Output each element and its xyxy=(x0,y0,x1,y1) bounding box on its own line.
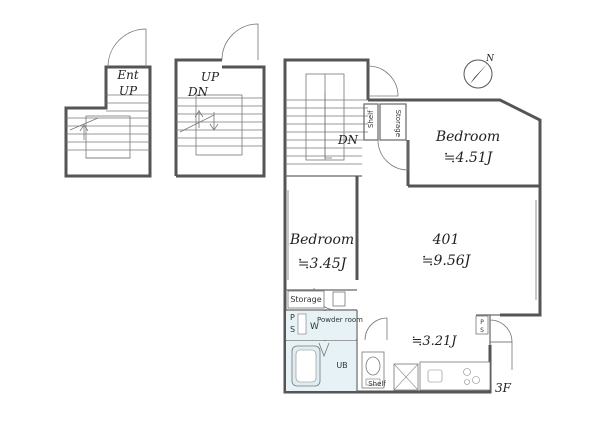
room-kitchen-area: ≒3.21J xyxy=(411,334,457,349)
windows xyxy=(287,190,537,300)
powder-label-p: P xyxy=(290,313,295,322)
storage-shelf-small: Shelf Storage xyxy=(363,103,407,141)
room-bedroom-ne-name: Bedroom xyxy=(435,129,500,145)
storage-small-label: Storage xyxy=(394,110,402,137)
storage-lower-label: Storage xyxy=(290,295,321,304)
powder-label-w: W xyxy=(310,322,319,332)
stair-unit-internal: DN xyxy=(285,73,368,165)
stair-entrance-label-up: UP xyxy=(119,84,138,98)
room-living-area: ≒9.56J xyxy=(422,253,472,269)
ps-right-label-s: S xyxy=(480,327,484,334)
stair-internal-label-dn: DN xyxy=(337,133,359,147)
room-bedroom-w-area: ≒3.45J xyxy=(298,256,348,272)
pipe-shaft-right: P S xyxy=(475,315,489,335)
unit-bath-label: UB xyxy=(336,361,347,370)
unit-bath: UB xyxy=(286,341,356,391)
compass-north-label: N xyxy=(485,54,495,64)
ps-right-label-p: P xyxy=(480,319,484,326)
floor-label: 3F xyxy=(495,381,512,395)
powder-room: P S W Powder room xyxy=(286,311,363,340)
stair-entrance-label-ent: Ent xyxy=(116,68,138,82)
storage-lower: Storage xyxy=(287,290,346,309)
stair-unit-middle: UP DN xyxy=(174,23,266,178)
powder-label-s: S xyxy=(290,325,295,334)
stair-middle-label-up: UP xyxy=(201,70,220,84)
stair-middle-label-dn: DN xyxy=(187,85,209,99)
shelf-bottom-label: Shelf xyxy=(368,380,386,388)
powder-room-label: Powder room xyxy=(317,316,363,324)
stair-unit-entrance: Ent UP xyxy=(64,28,152,178)
room-bedroom-ne-area: ≒4.51J xyxy=(444,150,494,166)
room-living-name: 401 xyxy=(432,232,460,248)
room-bedroom-w-name: Bedroom xyxy=(289,232,354,248)
compass-icon: N xyxy=(463,54,495,89)
shelf-small-label: Shelf xyxy=(367,110,375,128)
toilet-area: Shelf xyxy=(361,351,386,389)
kitchen xyxy=(393,361,491,391)
